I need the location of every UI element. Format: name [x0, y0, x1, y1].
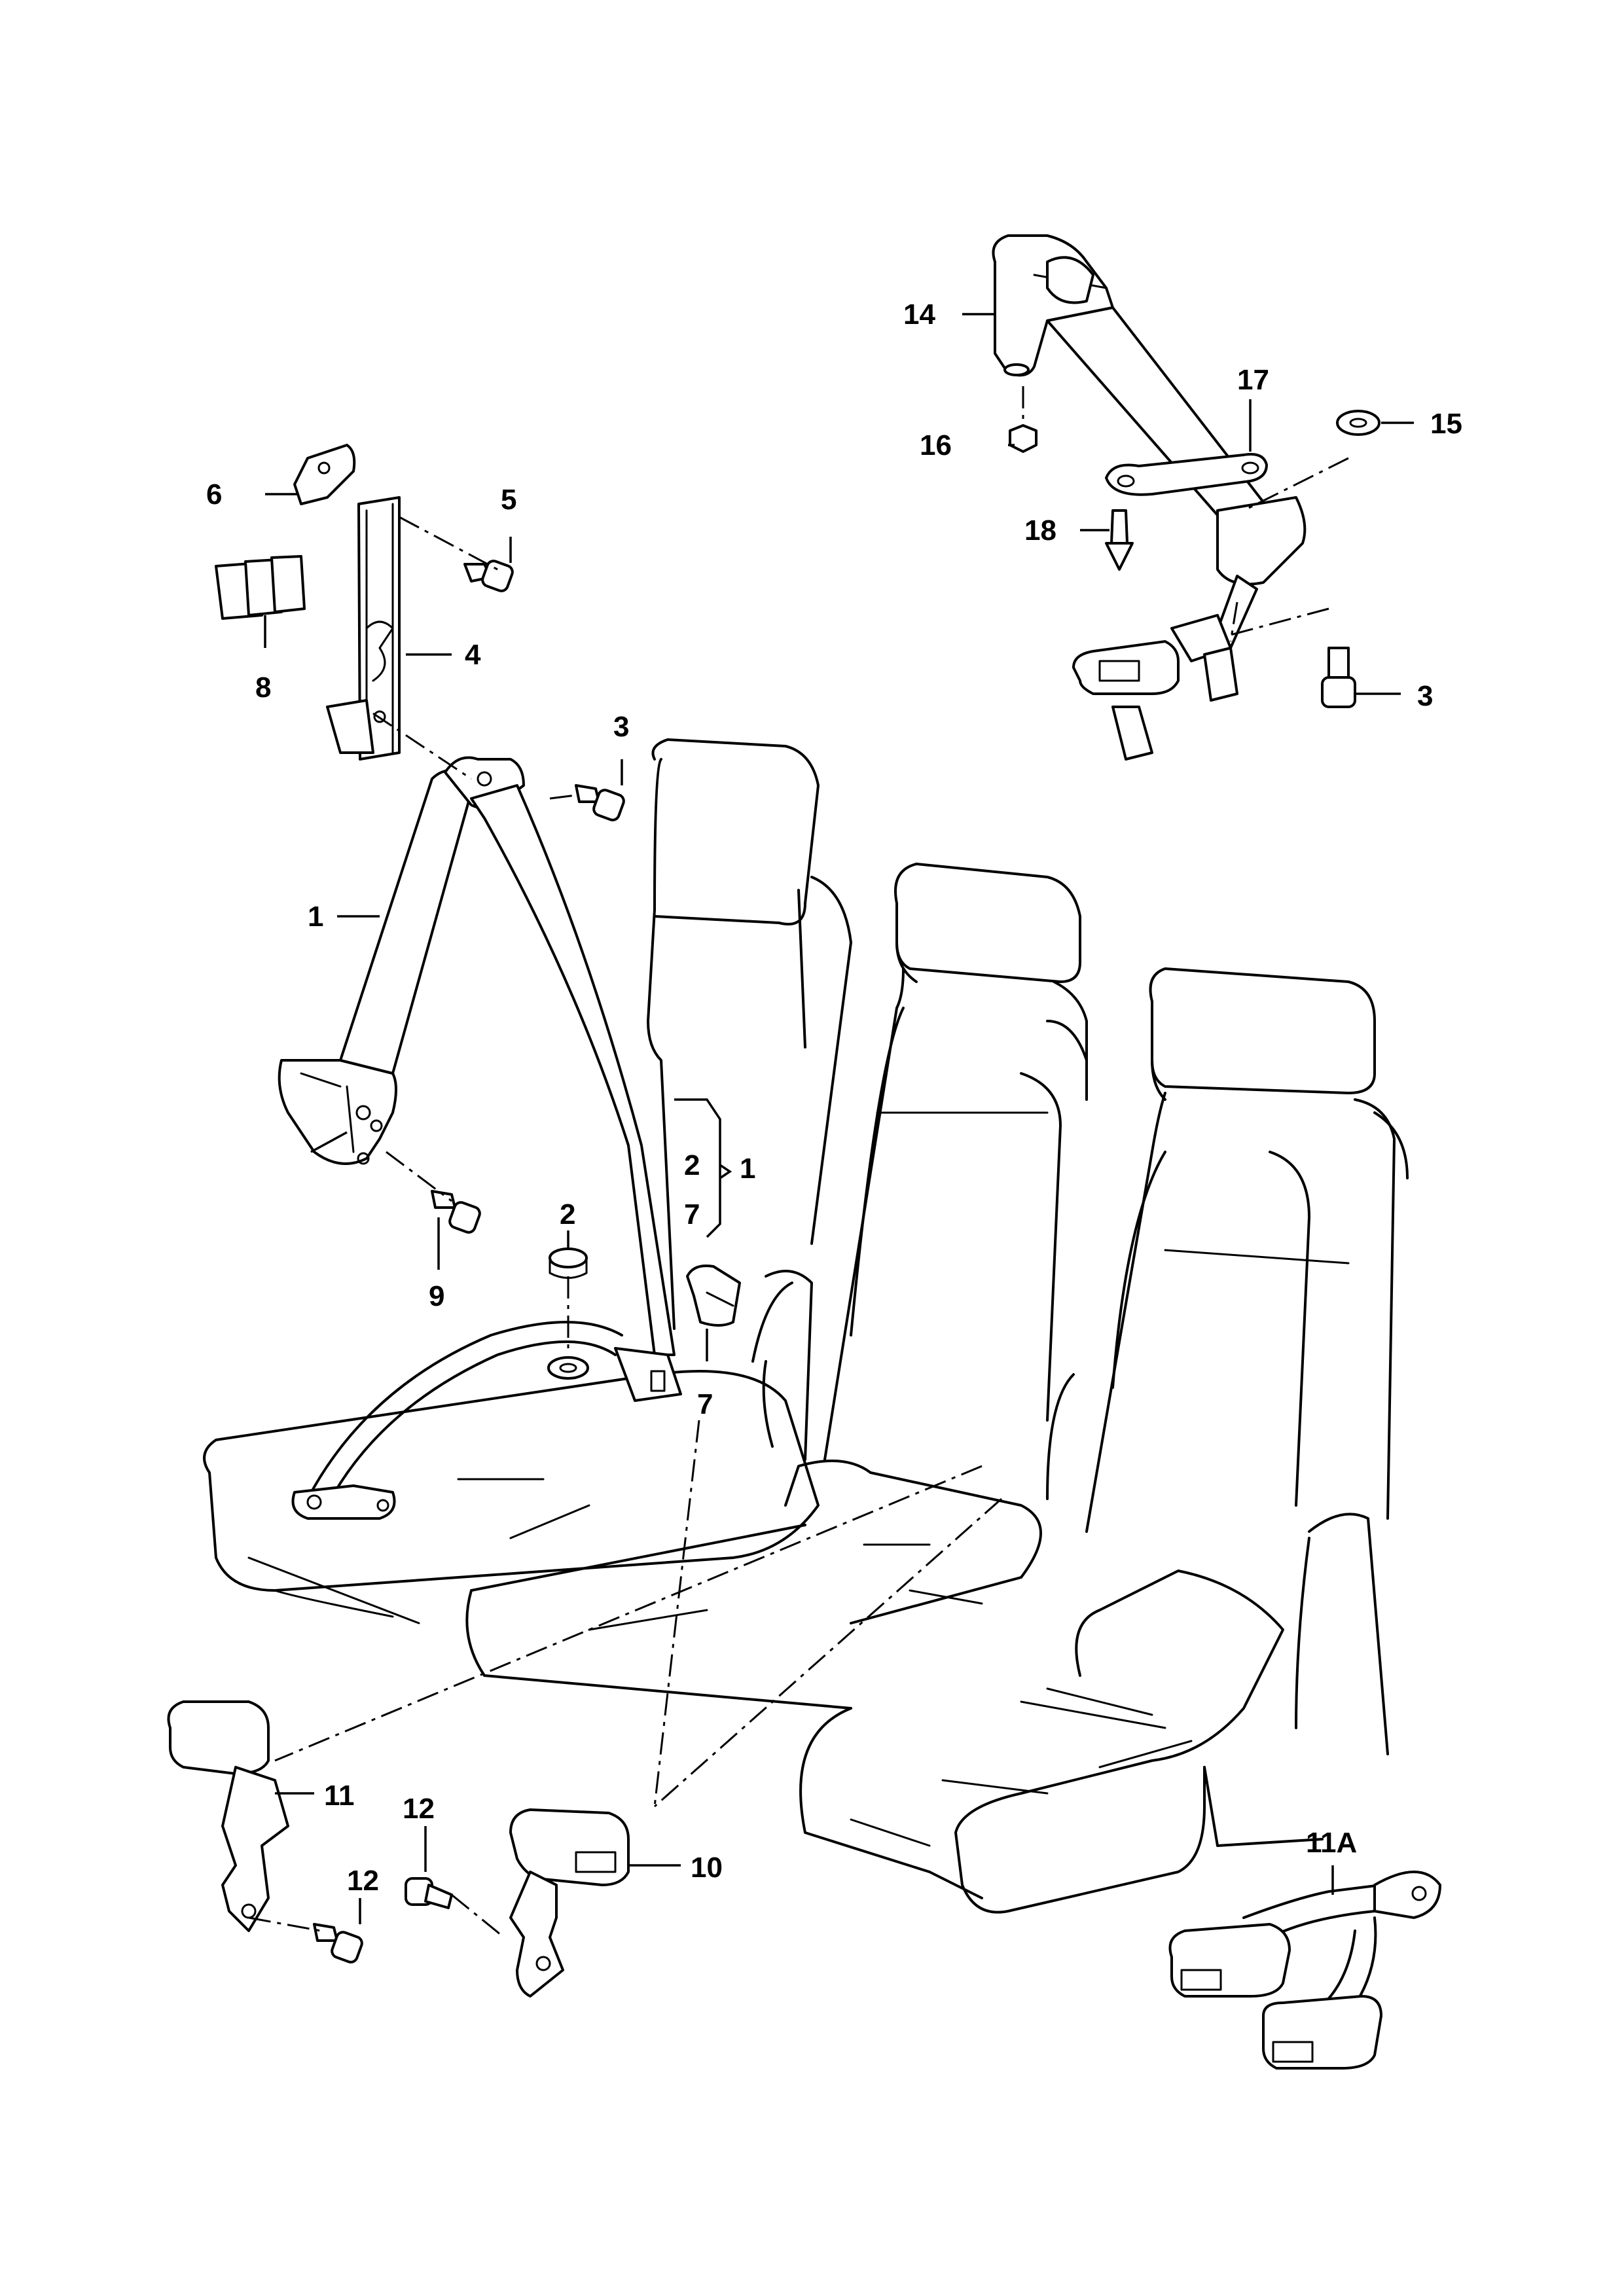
- callout-12-left: 12: [347, 1865, 379, 1897]
- callout-8: 8: [255, 672, 271, 704]
- callout-18: 18: [1024, 514, 1056, 547]
- callout-3-upper: 3: [613, 711, 629, 743]
- cover-clip-set: [215, 555, 306, 620]
- callout-6: 6: [206, 478, 222, 511]
- callout-11: 11: [324, 1780, 355, 1812]
- callout-2-cap: 2: [560, 1198, 575, 1230]
- callout-7-group: 7: [684, 1198, 700, 1230]
- callout-3-right: 3: [1417, 680, 1433, 712]
- callout-15: 15: [1430, 408, 1462, 440]
- buckle-10: [509, 1808, 630, 1998]
- callout-11a: 11A: [1306, 1827, 1357, 1859]
- center-belt-assembly: [992, 234, 1307, 761]
- rear-seat-bench: [203, 738, 1409, 1914]
- callout-4: 4: [465, 639, 481, 671]
- callout-1-group: 1: [740, 1153, 755, 1185]
- height-adjuster-rail: [326, 496, 401, 761]
- bolt-3-right: [1321, 647, 1356, 708]
- cap-2: [549, 1247, 588, 1279]
- callout-9: 9: [429, 1280, 444, 1312]
- callout-7-guide: 7: [697, 1388, 713, 1420]
- twin-buckle-11a: [1168, 1871, 1441, 2070]
- screw-18: [1105, 509, 1134, 571]
- washer-15: [1336, 410, 1380, 436]
- nut-16: [1009, 424, 1038, 453]
- bolt-12-left: [313, 1923, 363, 1964]
- bolt-9: [431, 1190, 481, 1234]
- belt-guide-7: [686, 1265, 741, 1327]
- bracket: [293, 444, 356, 505]
- bolt-12-mid: [405, 1877, 453, 1909]
- seat-belt-assembly: [278, 756, 682, 1520]
- buckle-11: [167, 1700, 289, 1932]
- callout-5: 5: [501, 484, 516, 516]
- bolt-3-upper: [575, 784, 625, 821]
- callout-16: 16: [920, 429, 952, 461]
- callout-2-belt: 2: [684, 1149, 700, 1181]
- strap-17: [1105, 453, 1268, 496]
- callout-17: 17: [1237, 364, 1269, 396]
- bolt-5: [463, 560, 514, 592]
- callout-1-belt: 1: [308, 901, 323, 933]
- leader-lines: [264, 313, 1414, 1924]
- alignment-lines: [248, 386, 1349, 1939]
- callout-12-mid: 12: [403, 1793, 435, 1825]
- callout-10: 10: [691, 1852, 723, 1884]
- callouts: 1 1 2 7 2 3 4 5 6 7 8 9 10 11 11A 12 12 …: [206, 298, 1462, 1897]
- washer: [547, 1356, 589, 1380]
- callout-14: 14: [903, 298, 935, 331]
